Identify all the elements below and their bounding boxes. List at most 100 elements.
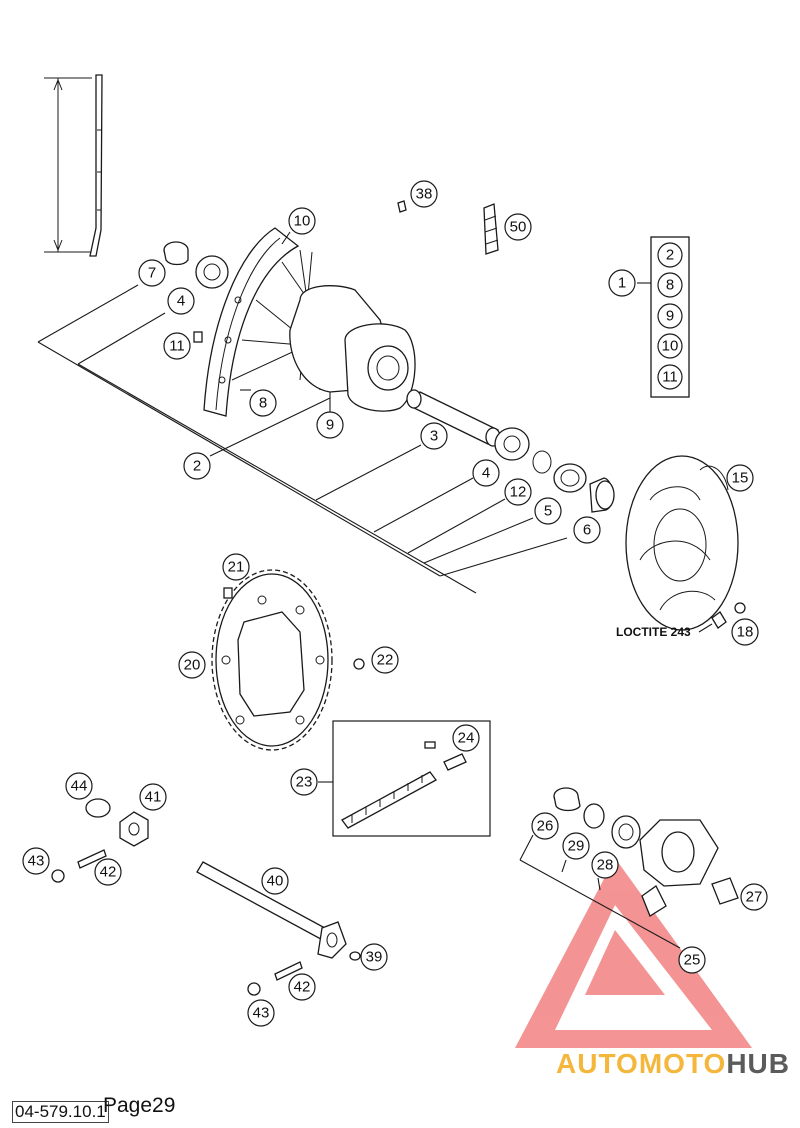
spacer-tube-3 xyxy=(406,389,501,447)
circlip-12 xyxy=(532,450,552,474)
adjuster-plate-41 xyxy=(119,811,149,847)
callout-41: 41 xyxy=(139,783,167,811)
adjuster-nut-43b xyxy=(247,982,261,996)
callout-38: 38 xyxy=(410,180,438,208)
callout-5: 5 xyxy=(534,497,562,525)
svg-text:9: 9 xyxy=(666,308,674,325)
svg-text:18: 18 xyxy=(737,624,754,641)
svg-text:39: 39 xyxy=(366,949,383,966)
watermark-triangle xyxy=(515,858,752,1048)
svg-text:50: 50 xyxy=(510,219,527,236)
svg-text:28: 28 xyxy=(597,857,614,874)
callout-8: 8 xyxy=(249,389,277,417)
callout-23: 23 xyxy=(290,768,318,796)
logo-text-automoto: AUTOMOTO xyxy=(556,1048,727,1079)
carrier-bearing-28 xyxy=(611,815,641,849)
svg-text:38: 38 xyxy=(416,186,433,203)
svg-text:3: 3 xyxy=(430,428,438,445)
carrier-spacer-26 xyxy=(553,787,581,812)
watermark-logo: AUTOMOTOHUB xyxy=(556,1048,790,1080)
callout-11-kit: 11 xyxy=(657,364,683,390)
rear-sprocket xyxy=(211,569,333,751)
svg-text:11: 11 xyxy=(169,338,185,355)
callout-6: 6 xyxy=(573,516,601,544)
callout-3: 3 xyxy=(420,422,448,450)
chain-box xyxy=(332,720,491,837)
svg-text:10: 10 xyxy=(294,213,311,230)
svg-text:20: 20 xyxy=(184,657,201,674)
svg-text:7: 7 xyxy=(148,265,156,282)
callout-28: 28 xyxy=(591,851,619,879)
callout-40: 40 xyxy=(261,867,289,895)
seal-5 xyxy=(553,463,587,493)
svg-text:26: 26 xyxy=(537,818,554,835)
adjuster-bolt-42b xyxy=(274,961,303,981)
leader-lines xyxy=(37,231,681,949)
adjuster-bolt-42a xyxy=(77,849,107,869)
loctite-leader xyxy=(698,623,713,633)
callout-11: 11 xyxy=(163,332,191,360)
svg-text:25: 25 xyxy=(684,952,701,969)
svg-text:1: 1 xyxy=(618,275,626,292)
tube-50 xyxy=(483,203,499,255)
bearing-4-top xyxy=(195,255,229,289)
svg-text:2: 2 xyxy=(666,247,674,264)
rear-wheel-rim xyxy=(203,227,300,417)
svg-text:43: 43 xyxy=(28,853,45,870)
svg-text:12: 12 xyxy=(510,484,527,501)
svg-text:22: 22 xyxy=(377,652,394,669)
kit-box xyxy=(637,236,690,398)
sprocket-carrier-25 xyxy=(639,819,719,917)
svg-text:21: 21 xyxy=(228,559,245,576)
callout-15: 15 xyxy=(726,464,754,492)
svg-text:10: 10 xyxy=(662,338,679,355)
callout-1: 1 xyxy=(608,269,636,297)
svg-text:27: 27 xyxy=(746,889,763,906)
spoke-drawing xyxy=(44,74,103,257)
svg-text:42: 42 xyxy=(294,979,311,996)
svg-text:9: 9 xyxy=(326,417,334,434)
svg-text:4: 4 xyxy=(482,465,490,482)
callout-43-bottom: 43 xyxy=(247,999,275,1027)
callout-25: 25 xyxy=(678,946,706,974)
svg-text:8: 8 xyxy=(259,395,267,412)
sprocket-bolt-21 xyxy=(223,587,233,599)
brake-disc xyxy=(625,455,739,631)
callout-18: 18 xyxy=(731,618,759,646)
spacer-6 xyxy=(589,477,615,513)
page-number: Page29 xyxy=(103,1094,176,1117)
valve-cap-38 xyxy=(397,200,407,213)
adjuster-nut-43a xyxy=(51,869,65,883)
svg-text:8: 8 xyxy=(666,277,674,294)
svg-text:44: 44 xyxy=(71,778,88,795)
document-code: 04-579.10.1 xyxy=(12,1101,109,1123)
callout-39: 39 xyxy=(360,943,388,971)
callout-8-kit: 8 xyxy=(657,272,683,298)
sprocket-nut-22 xyxy=(353,658,365,670)
carrier-damper-27 xyxy=(711,877,739,905)
spacer-7 xyxy=(163,241,189,266)
callout-9: 9 xyxy=(316,411,344,439)
callout-10-kit: 10 xyxy=(657,333,683,359)
adjuster-44 xyxy=(85,798,111,818)
callout-44: 44 xyxy=(65,772,93,800)
callout-42-bottom: 42 xyxy=(288,973,316,1001)
callout-27: 27 xyxy=(740,883,768,911)
callout-50: 50 xyxy=(504,213,532,241)
bolt-11 xyxy=(193,331,203,343)
callout-4-top: 4 xyxy=(167,287,195,315)
svg-text:41: 41 xyxy=(145,789,162,806)
rear-axle xyxy=(196,861,347,959)
callout-20: 20 xyxy=(178,651,206,679)
svg-text:29: 29 xyxy=(568,838,585,855)
callout-26: 26 xyxy=(531,812,559,840)
svg-text:15: 15 xyxy=(732,470,749,487)
svg-text:5: 5 xyxy=(544,503,552,520)
bearing-4-bottom xyxy=(494,427,530,461)
loctite-note: LOCTITE 243 xyxy=(616,625,691,639)
axle-nut-39 xyxy=(349,951,361,961)
svg-text:11: 11 xyxy=(662,369,678,386)
callout-29: 29 xyxy=(562,832,590,860)
callout-9-kit: 9 xyxy=(657,303,683,329)
